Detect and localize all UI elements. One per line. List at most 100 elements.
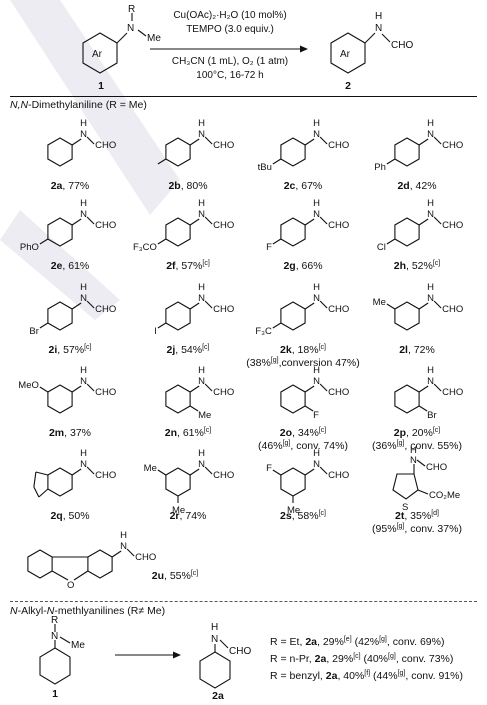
substituent-label: Ph [374, 162, 386, 173]
product-h-label: H [375, 11, 382, 22]
nh-h-label: H [410, 445, 417, 456]
nh-h-label: H [313, 282, 320, 293]
cho-label: CHO [328, 140, 349, 151]
substituent-label: Me [198, 410, 211, 421]
substituent-label: F [313, 410, 319, 421]
condition-catalyst: Cu(OAc)₂·H₂O (10 mol%) [173, 10, 287, 21]
cho-label: CHO [213, 140, 234, 151]
section2-product-n-label: N [211, 634, 218, 645]
section2-h-label: H [211, 622, 218, 633]
nh-n-label: N [80, 376, 87, 387]
substituent-label: F₃C [255, 326, 272, 337]
structure-2f: HN CHO F₃CO [133, 198, 234, 253]
section2-cho-label: CHO [229, 646, 251, 657]
nh-n-label: N [198, 129, 205, 140]
section1-header: N,N-Dimethylaniline (R = Me) [10, 99, 147, 111]
nh-h-label: H [313, 365, 320, 376]
scheme-reactant-structure: R N Me Ar [82, 4, 161, 74]
nh-n-label: N [80, 459, 87, 470]
nh-h-label: H [120, 530, 127, 541]
substituent-label: F [266, 242, 272, 253]
nh-h-label: H [80, 365, 87, 376]
cho-label: CHO [95, 304, 116, 315]
compound-label-2g: 2g, 66% [283, 260, 323, 272]
condition-temperature: 100°C, 16-72 h [196, 70, 264, 81]
nh-h-label: H [80, 198, 87, 209]
compound-label-2j: 2j, 54%[c] [166, 344, 210, 356]
cho-label: CHO [328, 304, 349, 315]
substituent-label: Me [373, 297, 386, 308]
product-cho-label: CHO [391, 40, 413, 51]
compound-label-2r: 2r, 74% [169, 510, 207, 522]
nh-n-label: N [198, 209, 205, 220]
structure-2m: HN CHO MeO [18, 365, 116, 414]
nh-n-label: N [198, 459, 205, 470]
nh-n-label: N [120, 541, 127, 552]
cho-label: CHO [213, 470, 234, 481]
cho-label: CHO [328, 220, 349, 231]
nh-h-label: H [80, 282, 87, 293]
substituent-label: I [154, 326, 157, 337]
nh-h-label: H [427, 118, 434, 129]
reactant-r-label: R [128, 4, 135, 15]
compound-extra-2o: (46%[g], conv. 74%) [258, 440, 348, 452]
cho-label: CHO [95, 470, 116, 481]
condition-oxidant: TEMPO (3.0 equiv.) [186, 24, 274, 35]
section2-product-structure: H N CHO [199, 622, 251, 689]
product-number: 2 [345, 80, 351, 92]
compound-label-2n: 2n, 61%[c] [164, 427, 212, 439]
cho-label: CHO [213, 304, 234, 315]
compound-extra-2p: (36%[g], conv. 55%) [372, 440, 462, 452]
substituent-label: F [266, 463, 272, 474]
structure-2b: HN CHO [157, 118, 234, 167]
nh-n-label: N [80, 293, 87, 304]
substituent-label: PhO [20, 242, 39, 253]
nh-n-label: N [198, 376, 205, 387]
substituent-label: F₃CO [133, 242, 157, 253]
heteroatom-label: S [402, 502, 408, 513]
section2-n-label: N [51, 631, 58, 642]
nh-n-label: N [427, 209, 434, 220]
cho-label: CHO [213, 387, 234, 398]
section2-product-number: 2a [212, 690, 224, 702]
nh-n-label: N [313, 129, 320, 140]
reactant-number: 1 [98, 80, 104, 92]
nh-h-label: H [313, 118, 320, 129]
nh-n-label: N [313, 376, 320, 387]
nh-h-label: H [198, 198, 205, 209]
nh-h-label: H [198, 282, 205, 293]
compound-label-2d: 2d, 42% [397, 180, 437, 192]
compound-label-2l: 2l, 72% [399, 344, 435, 356]
nh-h-label: H [427, 365, 434, 376]
compound-label-2f: 2f, 57%[c] [166, 260, 210, 272]
section2-r-label: R [51, 615, 58, 626]
scheme-product-structure: H N CHO Ar [330, 11, 413, 74]
compound-extra-2t: (95%[g], conv. 37%) [372, 523, 462, 535]
substituent-label: Cl [377, 242, 386, 253]
nh-h-label: H [313, 448, 320, 459]
cho-label: CHO [95, 387, 116, 398]
section2-reactant-number: 1 [52, 688, 58, 700]
nh-h-label: H [198, 448, 205, 459]
nh-n-label: N [80, 209, 87, 220]
nh-n-label: N [427, 293, 434, 304]
nh-h-label: H [313, 198, 320, 209]
compound-label-2a: 2a, 77% [50, 180, 90, 192]
substituent-label: MeO [18, 380, 39, 391]
cho-label: CHO [213, 220, 234, 231]
section2-reactant-structure: R N Me [39, 615, 85, 685]
cho-label: CHO [442, 140, 463, 151]
result-line: R = Et, 2a, 29%[e] (42%[g], conv. 69%) [270, 636, 445, 648]
nh-h-label: H [80, 118, 87, 129]
nh-h-label: H [198, 118, 205, 129]
